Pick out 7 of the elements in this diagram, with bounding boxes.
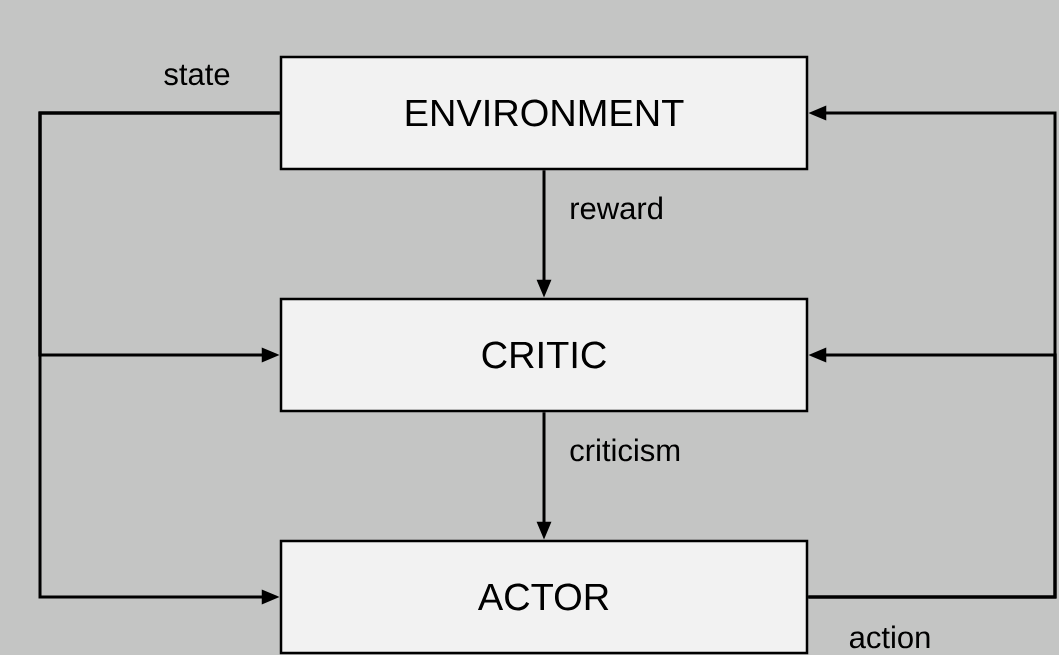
edge-label: action (849, 625, 930, 649)
edge-label: reward (571, 196, 662, 220)
edge-label: criticism (570, 438, 680, 462)
process-box: ENVIRONMENT (279, 55, 809, 171)
process-box: ACTOR (279, 539, 809, 655)
edge-label: state (164, 64, 230, 86)
process-box: CRITIC (279, 297, 809, 413)
